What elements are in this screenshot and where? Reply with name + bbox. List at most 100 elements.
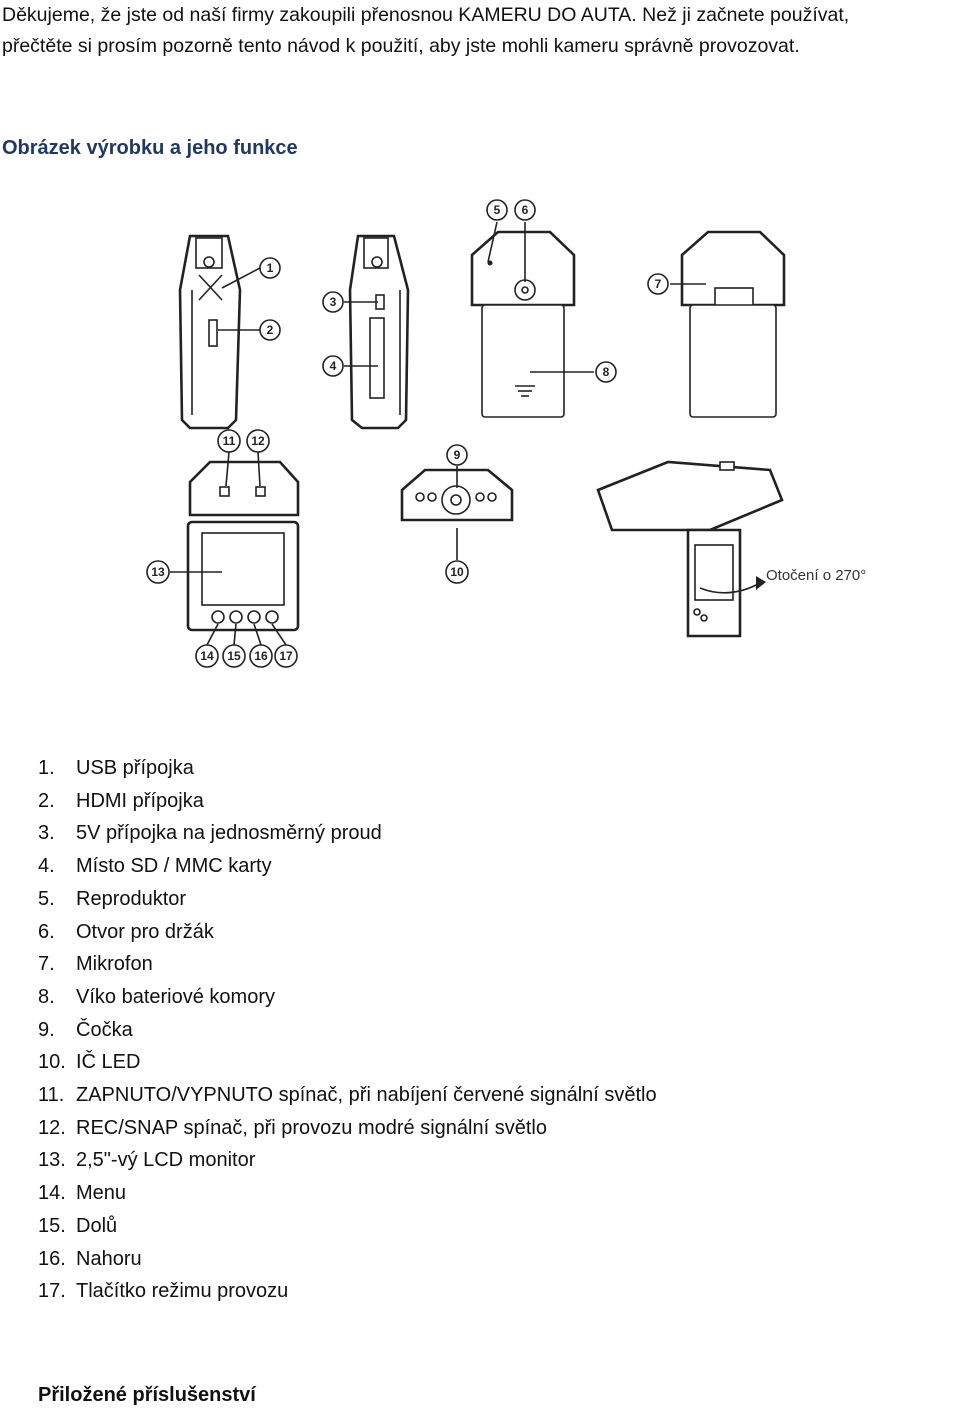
camera-back-view — [470, 230, 576, 418]
callout-17: 17 — [274, 644, 298, 668]
item-number: 17. — [38, 1280, 66, 1303]
item-label: HDMI přípojka — [76, 789, 204, 812]
camera-side-view-right — [348, 234, 410, 430]
callout-15: 15 — [222, 644, 246, 668]
item-number: 4. — [38, 855, 55, 878]
svg-text:1: 1 — [267, 261, 274, 275]
list-item: 4. Místo SD / MMC karty — [38, 850, 657, 883]
callout-1: 1 — [259, 257, 281, 279]
svg-text:13: 13 — [151, 565, 165, 579]
list-item: 8. Víko bateriové komory — [38, 981, 657, 1014]
item-label: Nahoru — [76, 1247, 142, 1270]
item-label: Otvor pro držák — [76, 920, 214, 943]
camera-lcd-view — [186, 460, 300, 632]
list-item: 6. Otvor pro držák — [38, 916, 657, 949]
callout-9: 9 — [446, 444, 468, 466]
item-label: IČ LED — [76, 1051, 141, 1074]
callout-13: 13 — [146, 560, 170, 584]
item-number: 7. — [38, 953, 55, 976]
svg-text:6: 6 — [522, 203, 529, 217]
svg-text:10: 10 — [450, 565, 464, 579]
svg-text:2: 2 — [267, 323, 274, 337]
item-label: Dolů — [76, 1214, 118, 1237]
intro-text: Děkujeme, že jste od naší firmy zakoupil… — [2, 0, 952, 62]
list-item: 13.2,5"-vý LCD monitor — [38, 1144, 657, 1177]
item-number: 9. — [38, 1018, 55, 1041]
list-item: 2. HDMI přípojka — [38, 785, 657, 818]
camera-side-view-left — [178, 234, 242, 430]
intro-line-1: Děkujeme, že jste od naší firmy zakoupil… — [2, 4, 850, 26]
list-item: 17. Tlačítko režimu provozu — [38, 1275, 657, 1308]
svg-text:8: 8 — [603, 365, 610, 379]
item-number: 3. — [38, 822, 55, 845]
callout-6: 6 — [514, 199, 536, 221]
svg-text:3: 3 — [330, 295, 337, 309]
item-label: Mikrofon — [76, 953, 153, 976]
callout-7: 7 — [647, 273, 669, 295]
rotation-label: Otočení o 270° — [766, 567, 866, 584]
list-item: 5. Reproduktor — [38, 883, 657, 916]
svg-text:14: 14 — [200, 649, 214, 663]
item-label: USB přípojka — [76, 757, 194, 779]
list-item: 16. Nahoru — [38, 1243, 657, 1276]
item-number: 11. — [38, 1084, 65, 1107]
callout-8: 8 — [595, 361, 617, 383]
camera-perspective-view: Otočení o 270° — [596, 460, 866, 638]
item-number: 16. — [38, 1247, 66, 1270]
svg-text:17: 17 — [279, 649, 293, 663]
parts-list: 1. USB přípojka 2. HDMI přípojka 3. 5V příp… — [38, 752, 657, 1308]
list-item: 3. 5V přípojka na jednosměrný proud — [38, 817, 657, 850]
leader-lines — [170, 221, 706, 646]
svg-text:12: 12 — [251, 434, 265, 448]
callout-11: 11 — [217, 429, 241, 453]
item-number: 10. — [38, 1051, 66, 1074]
item-label: Víko bateriové komory — [76, 985, 275, 1008]
item-label: ZAPNUTO/VYPNUTO spínač, při nabíjení čer… — [76, 1084, 657, 1107]
item-number: 14. — [38, 1182, 66, 1205]
item-label: Menu — [76, 1182, 127, 1205]
list-item: 11. ZAPNUTO/VYPNUTO spínač, při nabíjení … — [38, 1079, 657, 1112]
item-label: Čočka — [76, 1018, 133, 1041]
item-label: REC/SNAP spínač, při provozu modré signá… — [76, 1116, 547, 1139]
intro-line-2: přečtěte si prosím pozorně tento návod k… — [2, 35, 800, 57]
callout-12: 12 — [246, 429, 270, 453]
item-number: 6. — [38, 920, 55, 943]
list-item: 7. Mikrofon — [38, 948, 657, 981]
list-item: 10. IČ LED — [38, 1046, 657, 1079]
item-number: 8. — [38, 985, 55, 1008]
svg-text:4: 4 — [330, 359, 337, 373]
item-number: 15. — [38, 1214, 66, 1237]
section-title: Obrázek výrobku a jeho funkce — [2, 137, 298, 159]
svg-text:15: 15 — [227, 649, 241, 663]
item-label: Tlačítko režimu provozu — [76, 1280, 289, 1303]
item-number: 12. — [38, 1116, 66, 1139]
item-label: Reproduktor — [76, 887, 187, 910]
item-label: 5V přípojka na jednosměrný proud — [76, 822, 382, 845]
item-number: 2. — [38, 789, 55, 812]
callout-2: 2 — [259, 319, 281, 341]
accessories-heading: Přiložené příslušenství — [38, 1384, 256, 1406]
item-number: 13. — [38, 1149, 66, 1172]
product-diagram: Otočení o 270° 1 2 3 4 5 6 7 8 9 10 11 1… — [146, 199, 866, 668]
camera-lens-view — [400, 468, 514, 522]
svg-text:7: 7 — [655, 277, 662, 291]
callout-4: 4 — [322, 355, 344, 377]
item-label: Místo SD / MMC karty — [76, 855, 272, 878]
svg-text:5: 5 — [494, 203, 501, 217]
item-number: 1. — [38, 757, 55, 779]
list-item: 1. USB přípojka — [38, 752, 657, 785]
list-item: 12. REC/SNAP spínač, při provozu modré si… — [38, 1112, 657, 1145]
callout-10: 10 — [445, 560, 469, 584]
list-item: 14. Menu — [38, 1177, 657, 1210]
callout-3: 3 — [322, 291, 344, 313]
svg-text:9: 9 — [454, 448, 461, 462]
list-item: 9. Čočka — [38, 1014, 657, 1047]
list-item: 15. Dolů — [38, 1210, 657, 1243]
svg-text:11: 11 — [223, 434, 236, 448]
callout-5: 5 — [486, 199, 508, 221]
svg-text:16: 16 — [254, 649, 268, 663]
item-number: 5. — [38, 887, 55, 910]
callout-14: 14 — [195, 644, 219, 668]
camera-back-view-mic — [680, 230, 786, 418]
callout-16: 16 — [249, 644, 273, 668]
